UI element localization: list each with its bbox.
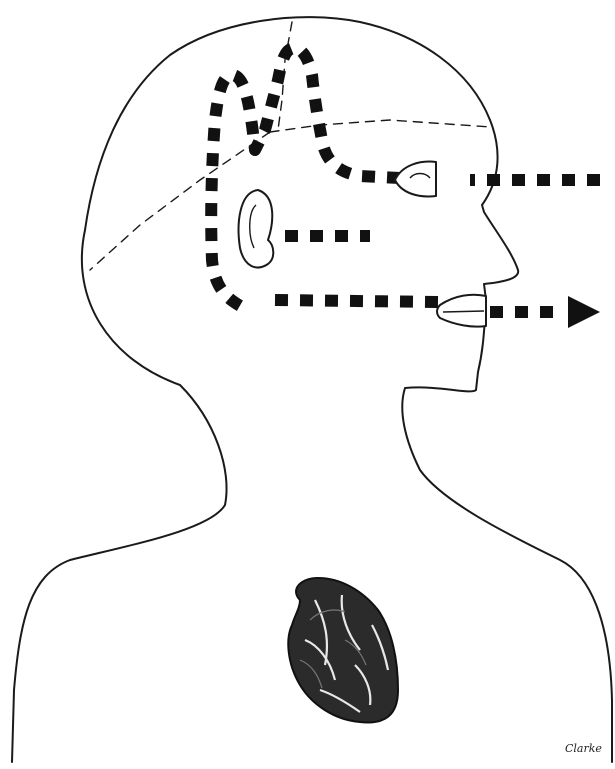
heart-icon (288, 578, 398, 723)
artist-signature: Clarke (565, 742, 602, 755)
brain-loop-path (211, 48, 400, 310)
mouth-icon (437, 295, 486, 327)
ear-icon (239, 190, 274, 267)
arrow-right-icon (568, 296, 600, 328)
brain-to-mouth-path (275, 300, 440, 302)
eye-icon (395, 162, 436, 197)
head-division-line-top (270, 120, 490, 132)
